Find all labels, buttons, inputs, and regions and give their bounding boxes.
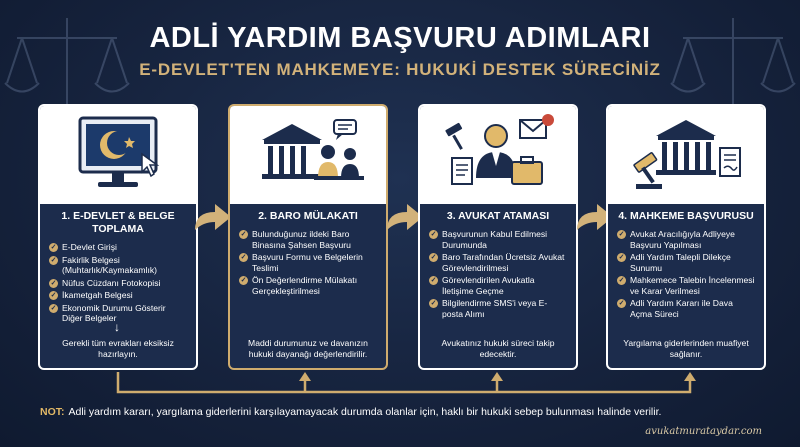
arrow-right-icon [195, 204, 231, 230]
list-item: ✓Mahkemece Talebin İncelenmesi ve Karar … [617, 275, 755, 296]
computer-crescent-icon [40, 106, 196, 204]
check-icon: ✓ [239, 276, 248, 285]
note-text: Adli yardım kararı, yargılama giderlerin… [68, 406, 662, 418]
courthouse-gavel-icon [608, 106, 764, 204]
step-card-3: 3. AVUKAT ATAMASI ✓Başvurunun Kabul Edil… [418, 104, 578, 370]
step-footer: Avukatınız hukuki süreci takip edecektir… [441, 338, 555, 359]
list-item: ✓Avukat Aracılığıyla Adliyeye Başvuru Ya… [617, 229, 735, 250]
step-footer: Maddi durumunuz ve davanızın hukuki daya… [248, 338, 368, 359]
lawyer-briefcase-icon [420, 106, 576, 204]
list-item: ✓Baro Tarafından Ücretsiz Avukat Görevle… [429, 252, 565, 273]
list-item: ✓Başvuru Formu ve Belgelerin Teslimi [239, 252, 363, 273]
step-checklist: ✓Avukat Aracılığıyla Adliyeye Başvuru Ya… [608, 225, 764, 319]
check-icon: ✓ [239, 230, 248, 239]
check-icon: ✓ [617, 299, 626, 308]
check-icon: ✓ [617, 276, 626, 285]
check-icon: ✓ [49, 243, 58, 252]
check-icon: ✓ [429, 253, 438, 262]
step-card-4: 4. MAHKEME BAŞVURUSU ✓Avukat Aracılığıyl… [606, 104, 766, 370]
list-item: ✓Bulunduğunuz ildeki Baro Binasına Şahse… [239, 229, 351, 250]
list-item: ✓Görevlendirilen Avukatla İletişime Geçm… [429, 275, 535, 296]
step-footer: Gerekli tüm evrakları eksiksiz hazırlayı… [62, 338, 174, 359]
step-card-2: 2. BARO MÜLAKATI ✓Bulunduğunuz ildeki Ba… [228, 104, 388, 370]
arrow-down-icon: ↓ [114, 320, 120, 334]
check-icon: ✓ [429, 276, 438, 285]
step-title: 1. E-DEVLET & BELGE TOPLAMA [61, 210, 175, 235]
check-icon: ✓ [49, 278, 58, 288]
list-item: ✓İkametgah Belgesi [49, 290, 133, 300]
step-checklist: ✓Başvurunun Kabul Edilmesi Durumunda ✓Ba… [420, 225, 576, 319]
note: NOT:Adli yardım kararı, yargılama giderl… [40, 406, 780, 418]
list-item: ✓Bilgilendirme SMS'i veya E-posta Alımı [429, 298, 548, 319]
step-checklist: ✓E-Devlet Girişi ✓Fakirlik Belgesi (Muht… [40, 238, 196, 324]
list-item: ✓Adli Yardım Kararı ile Dava Açma Süreci [617, 298, 733, 319]
check-icon: ✓ [617, 253, 626, 262]
page-subtitle: E-DEVLET'TEN MAHKEMEYE: HUKUKİ DESTEK SÜ… [139, 60, 661, 79]
step-title: 3. AVUKAT ATAMASI [446, 210, 550, 222]
list-item: ✓E-Devlet Girişi [49, 242, 117, 252]
check-icon: ✓ [49, 303, 58, 313]
arrow-right-icon [387, 204, 423, 230]
list-item: ✓Ön Değerlendirme Mülakatı Gerçekleştiri… [239, 275, 358, 296]
check-icon: ✓ [617, 230, 626, 239]
list-item: ✓Nüfus Cüzdanı Fotokopisi [49, 277, 161, 288]
courthouse-interview-icon [230, 106, 386, 204]
page-title: ADLİ YARDIM BAŞVURU ADIMLARI [149, 22, 651, 54]
list-item: ✓Ekonomik Durumu Gösterir Diğer Belgeler [49, 302, 166, 323]
check-icon: ✓ [49, 291, 58, 300]
list-item: ✓Adli Yardım Talepli Dilekçe Sunumu [617, 252, 731, 273]
step-title: 2. BARO MÜLAKATI [258, 210, 358, 222]
arrow-right-icon [577, 204, 613, 230]
step-checklist: ✓Bulunduğunuz ildeki Baro Binasına Şahse… [230, 225, 386, 296]
step-footer: Yargılama giderlerinden muafiyet sağlanı… [623, 338, 749, 359]
step-title: 4. MAHKEME BAŞVURUSU [618, 210, 754, 222]
check-icon: ✓ [429, 299, 438, 308]
list-item: ✓Fakirlik Belgesi (Muhtarlık/Kaymakamlık… [49, 254, 158, 275]
check-icon: ✓ [429, 230, 438, 239]
note-label: NOT: [40, 406, 65, 418]
check-icon: ✓ [49, 255, 58, 265]
website-credit[interactable]: avukatmurataydar.com [645, 426, 762, 437]
step-card-1: 1. E-DEVLET & BELGE TOPLAMA ✓E-Devlet Gi… [38, 104, 198, 370]
check-icon: ✓ [239, 253, 248, 262]
list-item: ✓Başvurunun Kabul Edilmesi Durumunda [429, 229, 548, 250]
